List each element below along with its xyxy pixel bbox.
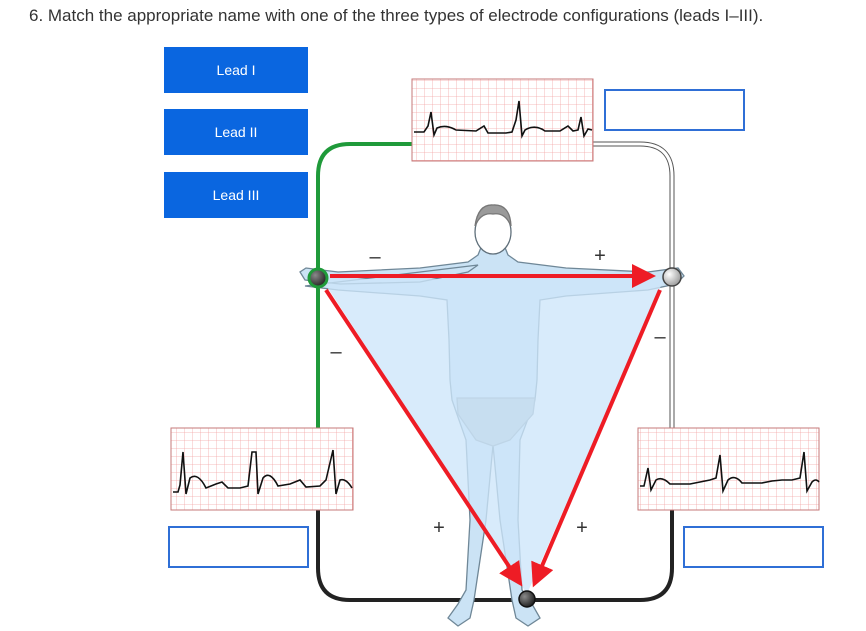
ecg-strip-right: [637, 427, 820, 511]
drop-target-bottom-left[interactable]: [168, 526, 309, 568]
sign-lead3-negative: –: [654, 326, 666, 348]
drag-item-lead-1[interactable]: Lead I: [164, 47, 308, 93]
green-lead-wire: [316, 142, 412, 278]
question-text: 6. Match the appropriate name with one o…: [29, 6, 764, 25]
hair: [474, 204, 512, 227]
lead-arrows: [324, 264, 662, 588]
ecg-strip-left: [170, 427, 354, 511]
drop-target-bottom-right[interactable]: [683, 526, 824, 568]
einthoven-triangle: [322, 279, 664, 594]
ecg-strip-top: [411, 78, 594, 162]
lead-wires: [316, 141, 675, 602]
sign-lead1-negative: –: [369, 246, 381, 268]
lead-3-arrow: [531, 289, 662, 588]
left-arm-electrode: [662, 267, 682, 287]
black-lead-wire: [316, 510, 674, 602]
drag-item-lead-2[interactable]: Lead II: [164, 109, 308, 155]
drag-item-lead-3[interactable]: Lead III: [164, 172, 308, 218]
sign-lead1-positive: +: [594, 245, 606, 267]
sign-lead3-positive: +: [576, 517, 588, 539]
sign-lead2-negative: –: [330, 341, 342, 363]
sign-lead2-positive: +: [433, 517, 445, 539]
drop-target-top-right[interactable]: [604, 89, 745, 131]
lead-2-arrow: [324, 288, 523, 587]
right-arm-electrode: [307, 267, 329, 289]
left-leg-electrode: [518, 590, 536, 608]
